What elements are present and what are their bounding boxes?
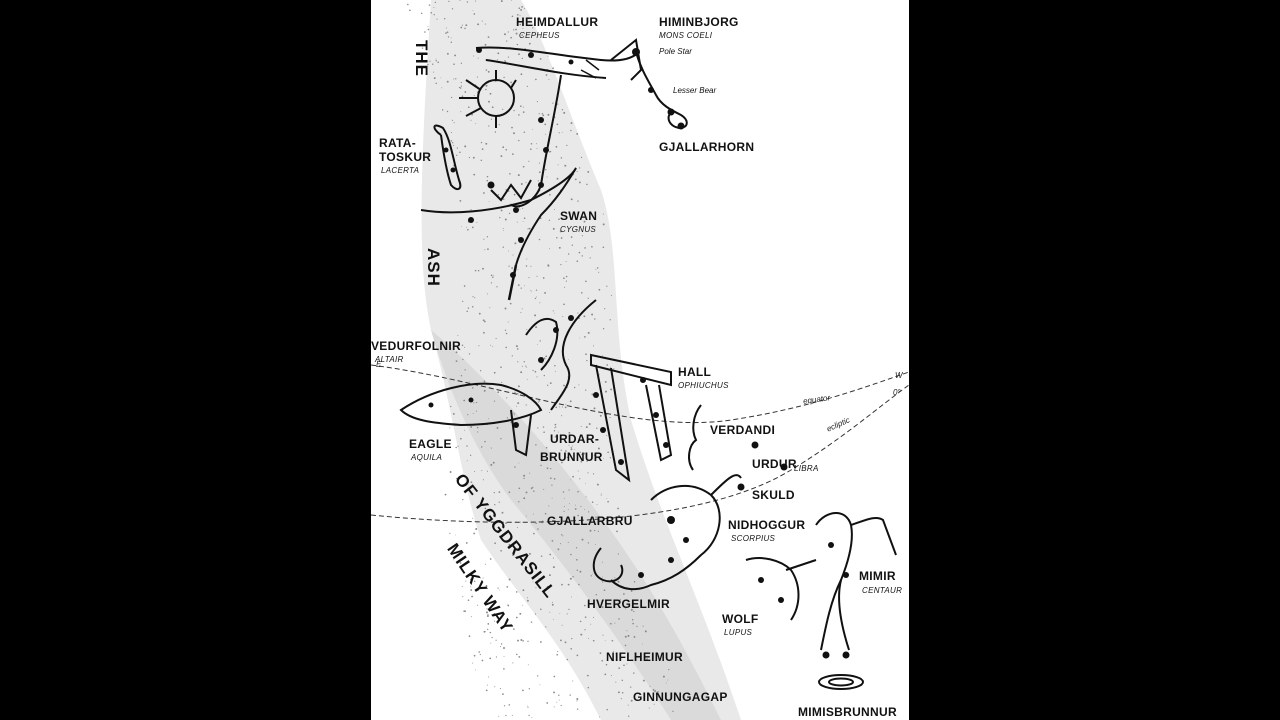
- label-libra: LIBRA: [794, 464, 819, 473]
- label-urdarbrunnur-2: BRUNNUR: [540, 450, 603, 464]
- label-scorpius: SCORPIUS: [731, 534, 776, 543]
- label-gjallarbru: GJALLARBRU: [547, 514, 633, 528]
- label-hall: HALL: [678, 365, 712, 379]
- label-hvergelmir: HVERGELMIR: [587, 597, 671, 611]
- title-the: THE: [412, 40, 431, 77]
- star-map: THE ASH OF YGGDRASILL MILKY WAY HEIMDALL…: [371, 0, 909, 720]
- label-ratatoskur-1: RATA-: [379, 136, 417, 150]
- label-gjallarhorn: GJALLARHORN: [659, 140, 755, 154]
- label-cepheus: CEPHEUS: [519, 31, 560, 40]
- label-himinbjorg: HIMINBJORG: [659, 15, 739, 29]
- label-niflheimur: NIFLHEIMUR: [606, 650, 683, 664]
- swan-figure: [420, 167, 577, 301]
- label-nidhoggur: NIDHOGGUR: [728, 518, 806, 532]
- label-ratatoskur-2: TOSKUR: [379, 150, 432, 164]
- label-mimir: MIMIR: [859, 569, 896, 583]
- equator-line: [371, 364, 909, 424]
- label-ginnungagap: GINNUNGAGAP: [633, 690, 728, 704]
- label-cygnus: CYGNUS: [560, 225, 597, 234]
- label-aquila: AQUILA: [411, 453, 443, 462]
- label-mimisbrunnur: MIMISBRUNNUR: [798, 705, 897, 719]
- map-artwork: [371, 0, 909, 720]
- wolf-figure: [745, 557, 800, 621]
- ecliptic-line: [371, 384, 909, 523]
- label-wolf: WOLF: [722, 612, 759, 626]
- stars: [428, 47, 850, 659]
- label-mons-coeli: MONS COELI: [659, 31, 713, 40]
- label-zero-deg: 0°: [893, 388, 901, 397]
- label-swan: SWAN: [560, 209, 598, 223]
- label-lupus: LUPUS: [724, 628, 753, 637]
- mimisbrunnur-spiral: [818, 674, 864, 690]
- label-skuld: SKULD: [752, 488, 795, 502]
- label-vedurfolnir: VEDURFOLNIR: [371, 339, 461, 353]
- nidhoggur-figure: [592, 474, 742, 591]
- lesser-bear-figure: [635, 51, 688, 130]
- label-heimdallur: HEIMDALLUR: [516, 15, 599, 29]
- eagle-figure: [399, 299, 597, 457]
- label-east: E: [376, 360, 382, 369]
- label-urdarbrunnur-1: URDAR-: [550, 432, 600, 446]
- label-lacerta: LACERTA: [381, 166, 420, 175]
- ratatoskur-figure: [433, 124, 462, 191]
- label-pole-star: Pole Star: [659, 47, 692, 56]
- label-verdandi: VERDANDI: [710, 423, 776, 437]
- label-west: W: [895, 371, 903, 380]
- milky-way-dots: [406, 0, 674, 718]
- label-centaur: CENTAUR: [862, 586, 903, 595]
- label-eagle: EAGLE: [409, 437, 452, 451]
- title-ash: ASH: [424, 248, 443, 287]
- mimir-figure: [785, 512, 897, 651]
- label-urdur: URDUR: [752, 457, 797, 471]
- heimdallur-figure: [459, 38, 643, 208]
- milky-way-band: [421, 0, 741, 720]
- label-altair: ALTAIR: [375, 355, 404, 364]
- label-ophiuchus: OPHIUCHUS: [678, 381, 729, 390]
- label-lesser-bear: Lesser Bear: [673, 86, 717, 95]
- urdur-figure: [688, 404, 702, 471]
